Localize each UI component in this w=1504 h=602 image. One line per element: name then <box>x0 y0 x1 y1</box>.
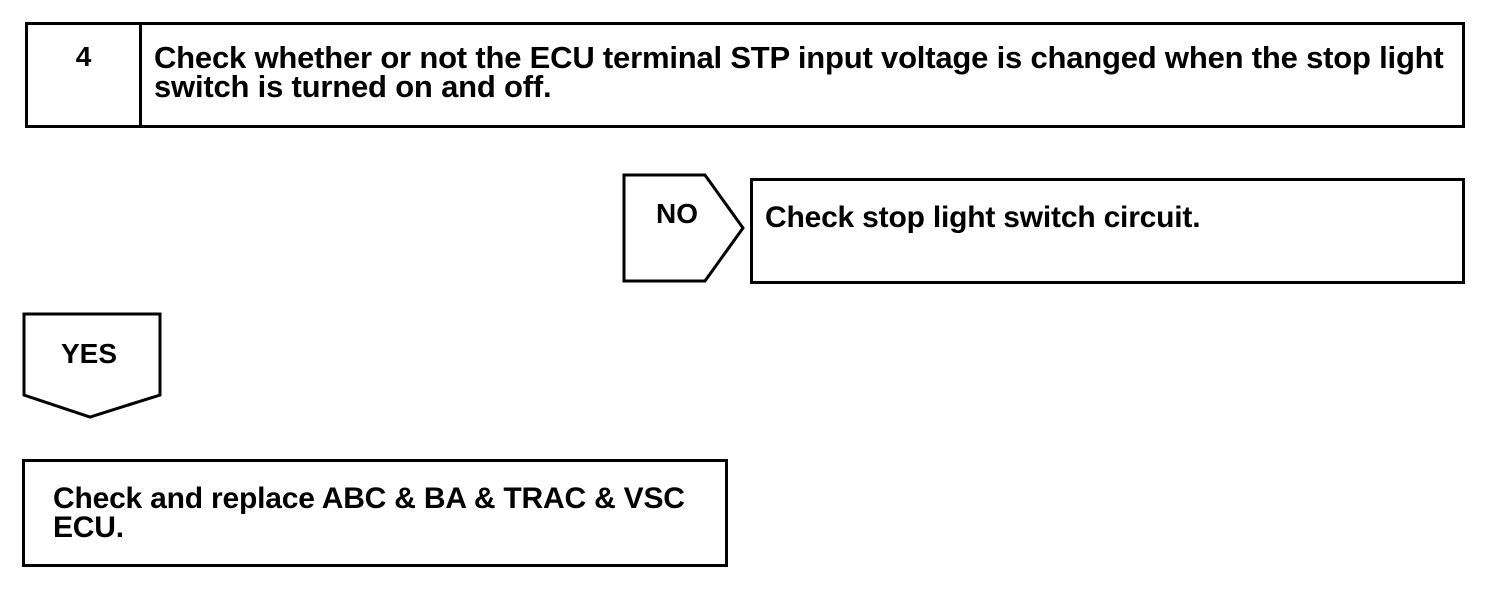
step-question: Check whether or not the ECU terminal ST… <box>154 40 1444 104</box>
yes-label: YES <box>61 338 118 369</box>
step-number: 4 <box>28 25 142 125</box>
no-action-text: Check stop light switch circuit. <box>765 201 1201 234</box>
no-action-box: Check stop light switch circuit. <box>750 178 1465 284</box>
yes-action-box: Check and replace ABC & BA & TRAC & VSC … <box>22 459 728 567</box>
no-label: NO <box>656 198 698 229</box>
step-box: 4 Check whether or not the ECU terminal … <box>25 22 1465 128</box>
yes-action-text: Check and replace ABC & BA & TRAC & VSC … <box>53 482 685 544</box>
